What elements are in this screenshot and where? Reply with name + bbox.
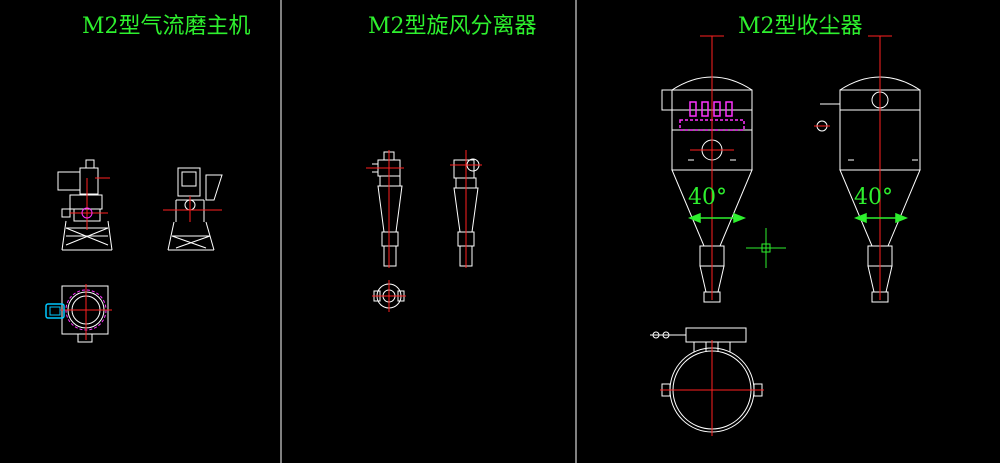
jet-mill-top-view bbox=[61, 285, 109, 343]
dust-collector-front-centerlines bbox=[690, 35, 734, 300]
cyclone-top-centerlines bbox=[372, 280, 406, 312]
jet-mill-side-centerlines bbox=[163, 196, 222, 222]
jet-mill-side-view bbox=[167, 167, 223, 251]
cyclone-side-centerlines bbox=[450, 150, 482, 268]
panel-title-dust-collector: M2型收尘器 bbox=[738, 14, 863, 39]
jet-mill-motor-block bbox=[45, 303, 65, 319]
dust-collector-top-view bbox=[650, 327, 763, 433]
dust-collector-front-angle bbox=[687, 212, 747, 224]
panel-title-jet-mill: M2型气流磨主机 bbox=[82, 14, 251, 39]
jet-mill-front-centerlines bbox=[70, 177, 110, 230]
angle-label-front: 40° bbox=[688, 185, 727, 210]
center-mark bbox=[746, 228, 786, 268]
dust-collector-side-centerlines bbox=[814, 35, 892, 300]
jet-mill-front-view bbox=[57, 159, 113, 251]
jet-mill-front-nozzle bbox=[81, 207, 93, 219]
dust-collector-side-angle bbox=[853, 212, 909, 224]
panel-title-cyclone: M2型旋风分离器 bbox=[368, 14, 537, 39]
dust-collector-top-centerlines bbox=[660, 340, 764, 436]
cyclone-front-view bbox=[372, 151, 403, 267]
jet-mill-motor-inner bbox=[49, 306, 61, 316]
jet-mill-top-centerlines bbox=[60, 284, 112, 340]
angle-label-side: 40° bbox=[854, 185, 893, 210]
cyclone-front-centerlines bbox=[366, 150, 404, 268]
